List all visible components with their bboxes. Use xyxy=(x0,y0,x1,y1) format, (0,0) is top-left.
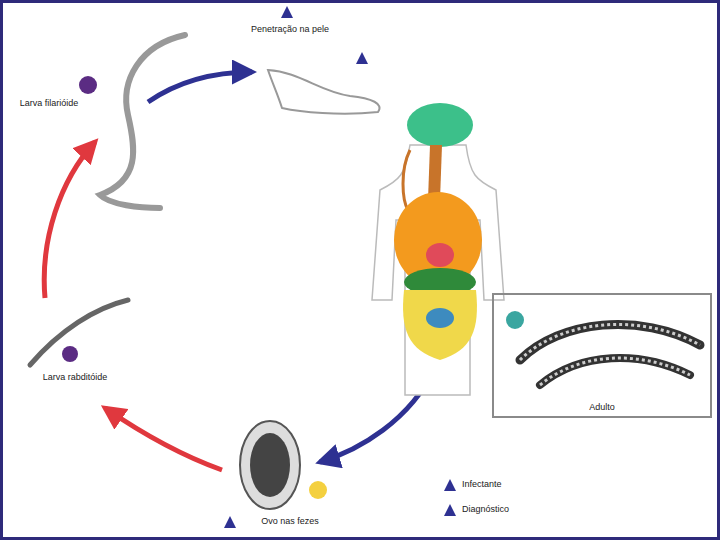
stage-dot xyxy=(506,311,524,329)
human-body xyxy=(372,145,504,395)
stage-name: Adulto xyxy=(494,402,710,412)
egg xyxy=(240,421,300,509)
legend-symbol xyxy=(444,504,456,516)
egg-embryo xyxy=(250,433,290,497)
stage-label: Larva filarióide xyxy=(18,98,80,108)
cycle-arrow xyxy=(105,408,222,470)
stage-marker xyxy=(281,6,293,18)
small-intestine xyxy=(426,308,454,328)
stage-dot xyxy=(309,481,327,499)
legend-text: Diagnóstico xyxy=(462,504,509,514)
stage-dot xyxy=(79,76,97,94)
cycle-arrow xyxy=(148,72,252,102)
adult-worm xyxy=(540,358,690,385)
stage-label: Penetração na pele xyxy=(235,24,345,34)
trachea xyxy=(403,150,410,210)
larva-drawing xyxy=(100,35,185,208)
legend-entry: Diagnóstico xyxy=(462,504,509,514)
stage-label: Larva rabditóide xyxy=(30,372,120,382)
foot-drawing xyxy=(268,70,380,114)
legend-text: Infectante xyxy=(462,479,502,489)
legend-symbol xyxy=(444,479,456,491)
brain xyxy=(407,103,473,147)
legend-entry: Infectante xyxy=(462,479,502,489)
cycle-arrow xyxy=(44,142,95,298)
larva-drawing xyxy=(30,300,128,365)
stage-label: Ovo nas fezes xyxy=(245,516,335,526)
stage-marker xyxy=(224,516,236,528)
esophagus xyxy=(428,145,442,200)
heart xyxy=(426,243,454,267)
intestine xyxy=(403,290,477,360)
stage-dot xyxy=(62,346,78,362)
stage-box: Adulto xyxy=(492,293,712,418)
adult-worm xyxy=(540,358,690,385)
stage-marker xyxy=(356,52,368,64)
